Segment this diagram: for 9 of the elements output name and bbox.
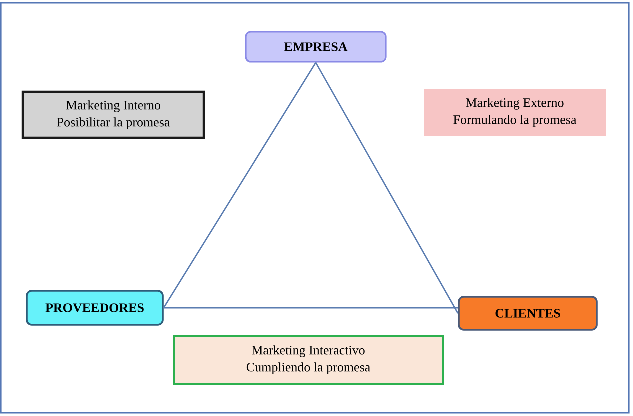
triangle-side [315,62,459,314]
text-box: Marketing Interno Posibilitar la promesa [22,90,206,140]
rounded-box: EMPRESA [245,31,387,63]
triangle-side [163,62,317,308]
rounded-box: PROVEEDORES [26,290,164,326]
rounded-box: CLIENTES [458,296,598,331]
text-box: Marketing Externo Formulando la promesa [424,89,606,136]
triangle-side [164,307,458,309]
text-box: Marketing Interactivo Cumpliendo la promesa [173,335,444,385]
